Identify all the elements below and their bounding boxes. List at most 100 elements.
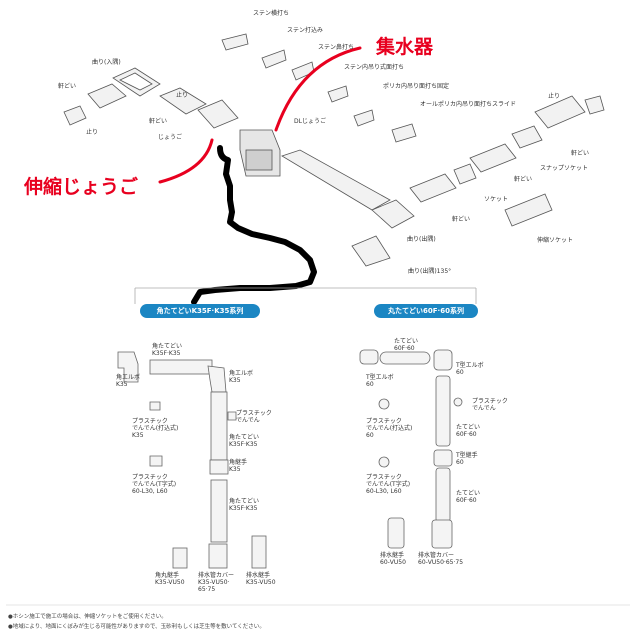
maru-dende-right-shape — [453, 397, 463, 407]
snap-socket — [511, 125, 543, 149]
jougo-part — [197, 99, 239, 129]
label-tomari-right: 止り — [548, 93, 561, 100]
label-maru-t-elbow-left: T型エルボ 60 — [366, 374, 394, 388]
maru-haisui-cover-shape — [431, 519, 453, 549]
maru-dende-t-shape — [378, 456, 390, 468]
label-poly-naizuri: ポリカ内吊り面打ち固定 — [383, 83, 450, 90]
label-nokidoi-r3: 軒どい — [452, 216, 471, 223]
label-socket: ソケット — [484, 196, 509, 203]
label-sten-yokouchi: ステン横打ち — [253, 10, 290, 17]
left-eaves-gutter — [87, 83, 127, 109]
red-arrow-collector — [274, 46, 362, 132]
kaku-tatedoi-vertical-1 — [210, 391, 228, 461]
label-mawari-irisumi: 曲り(入隅) — [92, 59, 121, 66]
kaku-tatedoi-horizontal — [149, 359, 213, 375]
socket-part — [453, 163, 477, 185]
label-kaku-dende-uchikomi: プラスチック でんでん(打込式) K35 — [132, 418, 179, 439]
bracket-hashi — [291, 61, 315, 81]
right-eaves-gutter-1 — [534, 95, 586, 129]
label-nokidoi-left: 軒どい — [58, 83, 77, 90]
maru-t-tsugite-shape — [433, 449, 453, 467]
maru-tatedoi-vertical-2 — [435, 467, 451, 523]
black-marker-line — [191, 145, 317, 305]
kakumaru-tsugite-shape — [172, 547, 188, 569]
main-long-gutter — [281, 149, 391, 211]
kaku-haisui-tsugite-shape — [251, 535, 267, 569]
right-eaves-gutter-3 — [409, 173, 457, 203]
label-kaku-tatedoi-top: 角たてどい K35F·K35 — [152, 343, 183, 357]
kaku-dende-right-shape — [227, 411, 237, 421]
label-shinshuku-socket: 伸縮ソケット — [537, 237, 574, 244]
label-maru-dende-right: プラスチック でんでん — [472, 398, 508, 412]
corner-gutter-irisumi-inner — [119, 72, 153, 91]
label-maru-haisui-tsugite: 排水継手 60-VU50 — [380, 552, 406, 566]
maru-t-elbow-right-shape — [433, 349, 453, 371]
kaku-dende-t-shape — [149, 455, 163, 467]
label-maru-tatedoi-low: たてどい 60F·60 — [456, 490, 481, 504]
label-jougo: じょうご — [158, 134, 183, 141]
right-eaves-gutter-2 — [469, 143, 517, 173]
maru-tatedoi-horizontal — [379, 351, 431, 365]
maru-t-elbow-left-shape — [359, 349, 379, 365]
kaku-haisui-cover-shape — [208, 543, 228, 569]
left-stop-end — [63, 105, 87, 126]
label-kakumaru-tsugite: 角丸継手 K35-VU50 — [155, 572, 185, 586]
kaku-dende-uchikomi-shape — [149, 401, 161, 411]
label-maru-haisui-cover: 排水管カバー 60-VU50·65·75 — [418, 552, 464, 566]
label-maru-t-elbow-right: T型エルボ 60 — [456, 362, 484, 376]
bracket-poly-fixed — [353, 109, 375, 127]
right-stop-end — [584, 95, 605, 115]
shinshuku-socket — [504, 193, 553, 227]
label-kaku-elbow-left: 角エルボ K35 — [116, 374, 141, 388]
dl-jougo-grid — [245, 149, 273, 171]
bracket-poly-slide — [391, 123, 417, 143]
label-kaku-tatedoi-mid: 角たてどい K35F·K35 — [229, 434, 260, 448]
middle-gutter — [159, 87, 207, 115]
label-mawari-desumi-135: 曲り(出隅)135° — [408, 268, 452, 275]
collector-annotation: 集水器 — [376, 36, 434, 58]
label-tomari-left: 止り — [86, 129, 99, 136]
label-kaku-haisui-cover: 排水管カバー K35-VU50· 65·75 — [198, 572, 235, 593]
maru-dende-uchikomi-shape — [378, 398, 390, 410]
maru-tatedoi-vertical-1 — [435, 375, 451, 447]
note-1: ●ホシン施工で施工の場合は、伸縮ソケットをご使用ください。 — [8, 614, 167, 620]
label-nokidoi-mid: 軒どい — [149, 118, 168, 125]
label-sten-hashi: ステン鼻打ち — [318, 44, 355, 51]
corner-desumi-135 — [351, 235, 391, 267]
extension-joint-annotation: 伸縮じょうご — [24, 176, 139, 198]
label-kaku-tatedoi-low: 角たてどい K35F·K35 — [229, 498, 260, 512]
label-maru-t-tsugite: T型継手 60 — [456, 452, 478, 466]
kaku-tatedoi-vertical-2 — [210, 479, 228, 543]
kaku-elbow-right-shape — [207, 365, 227, 393]
label-maru-dende-t: プラスチック でんでん(T字式) 60-L30, L60 — [366, 474, 411, 495]
bracket-yokouchi — [221, 33, 249, 51]
label-mawari-desumi: 曲り(出隅) — [407, 236, 436, 243]
label-maru-tatedoi-top: たてどい 60F·60 — [394, 338, 419, 352]
label-sten-uchikomi: ステン打込み — [287, 27, 324, 34]
bracket-uchikomi — [261, 49, 287, 69]
series-maru-header: 丸たてどい60F·60系列 — [374, 304, 478, 318]
corner-desumi — [371, 199, 415, 229]
label-kaku-haisui-tsugite: 排水継手 K35-VU50 — [246, 572, 276, 586]
label-kaku-dende-t: プラスチック でんでん(T字式) 60-L30, L60 — [132, 474, 177, 495]
series-kaku-header: 角たてどいK35F·K35系列 — [140, 304, 260, 318]
label-kaku-tsugite: 角継手 K35 — [229, 459, 248, 473]
kaku-tsugite-shape — [209, 459, 229, 475]
red-arrow-extension — [158, 138, 214, 184]
label-kaku-elbow-right: 角エルボ K35 — [229, 370, 254, 384]
label-dl-jougo: DLじょうご — [294, 118, 326, 125]
label-kaku-dende-right: プラスチック でんでん — [236, 410, 272, 424]
label-tomari-mid: 止り — [176, 92, 189, 99]
label-sten-naizuri: ステン内吊り式面打ち — [344, 64, 405, 71]
maru-haisui-tsugite-shape — [387, 517, 405, 549]
label-snap-socket: スナップソケット — [540, 165, 589, 172]
label-maru-tatedoi-mid: たてどい 60F·60 — [456, 424, 481, 438]
note-2: ●地域により、地面にくぼみが生じる可能性がありますので、玉砂利もしくは芝生等を敷… — [8, 624, 265, 630]
kaku-elbow-left-shape — [117, 351, 139, 383]
bracket-naizuri — [327, 85, 349, 103]
label-nokidoi-right: 軒どい — [571, 150, 590, 157]
label-all-poly-slide: オールポリカ内吊り面打ちスライド — [420, 101, 517, 108]
label-maru-dende-uchikomi: プラスチック でんでん(打込式) 60 — [366, 418, 413, 439]
